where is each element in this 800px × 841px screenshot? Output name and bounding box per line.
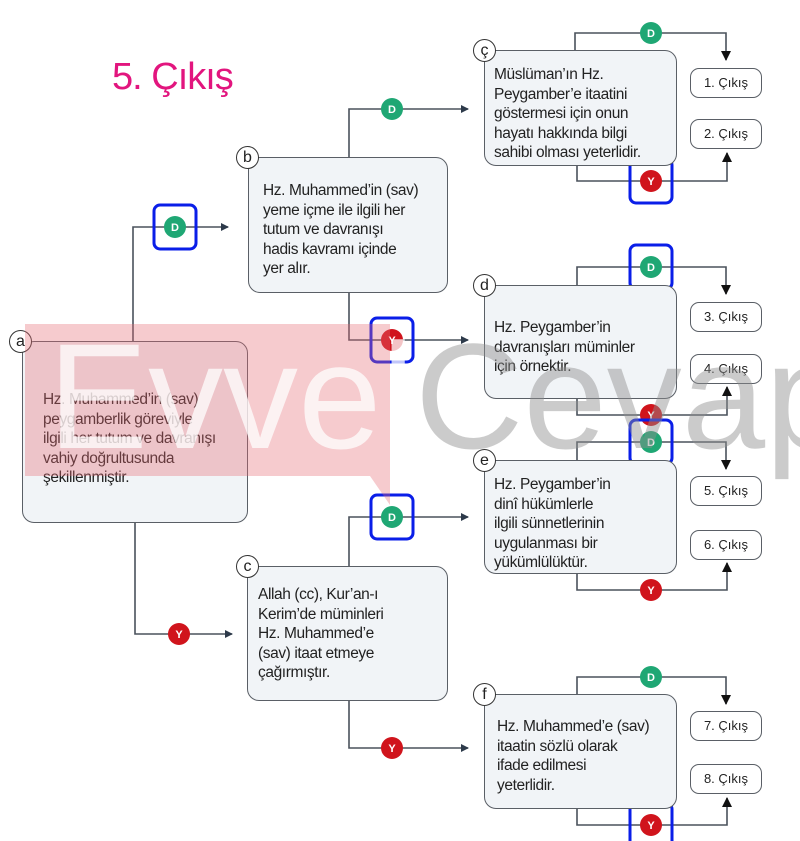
statement-box-a: Hz. Muhammed’in (sav) peygamberlik görev… [22, 341, 248, 523]
no-branch-node [640, 814, 662, 836]
statement-text-line: vahiy doğrultusunda [43, 449, 175, 467]
statement-text-line: itaatin sözlü olarak [497, 737, 618, 755]
answer-highlight-box [369, 316, 415, 364]
exit-3: 3. Çıkış [690, 302, 762, 332]
connector-c-yes [348, 513, 469, 566]
answer-highlight-box [369, 493, 415, 541]
no-branch-node [381, 329, 403, 351]
no-branch-label: Y [647, 176, 655, 188]
statement-text-line: dinî hükümlerle [494, 495, 594, 513]
statement-text-line: Hz. Peygamber’in [494, 476, 611, 493]
no-branch-node [640, 170, 662, 192]
statement-text-line: Peygamber’e itaatini [494, 85, 628, 103]
exit-1: 1. Çıkış [690, 68, 762, 98]
statement-text-line: Müslüman’ın Hz. [494, 66, 604, 83]
box-label-a: a [9, 330, 32, 353]
statement-text-line: ilgili sünnetlerinin [494, 515, 605, 532]
yes-branch-label: D [647, 437, 655, 449]
yes-branch-label: D [388, 104, 396, 116]
statement-box-b: Hz. Muhammed’in (sav) yeme içme ile ilgi… [248, 157, 448, 293]
no-branch-label: Y [388, 743, 396, 755]
statement-text-line: Hz. Peygamber’in [494, 319, 611, 336]
statement-text-line: tutum ve davranışı [263, 221, 384, 238]
yes-branch-label: D [647, 28, 655, 40]
yes-branch-label: D [647, 672, 655, 684]
statement-box-f: Hz. Muhammed’e (sav) itaatin sözlü olara… [484, 694, 677, 809]
exit-5: 5. Çıkış [690, 476, 762, 506]
statement-box-cc: Müslüman’ın Hz. Peygamber’e itaatini gös… [484, 50, 677, 166]
statement-text-line: Kerim’de müminleri [258, 605, 384, 623]
statement-text-line: uygulanması bir [494, 534, 598, 552]
yes-branch-label: D [388, 512, 396, 524]
yes-branch-node [164, 216, 186, 238]
exit-8: 8. Çıkış [690, 764, 762, 794]
no-branch-label: Y [175, 629, 183, 641]
statement-text-line: şekillenmiştir. [43, 469, 130, 486]
statement-text-line: yükümlülüktür. [494, 554, 588, 571]
statement-text-line: (sav) itaat etmeye [258, 644, 374, 662]
statement-text-line: davranışları müminler [494, 338, 635, 356]
connector-a-no [134, 522, 233, 638]
connector-b-no [348, 292, 469, 344]
no-branch-label: Y [647, 585, 655, 597]
answer-highlight-box [152, 203, 198, 251]
statement-text-line: göstermesi için onun [494, 105, 629, 122]
statement-text-line: Hz. Muhammed’e [258, 625, 374, 642]
answer-title: 5. Çıkış [112, 56, 234, 98]
statement-box-d: Hz. Peygamber’in davranışları müminler i… [484, 285, 677, 399]
yes-branch-node [640, 256, 662, 278]
statement-box-c: Allah (cc), Kur’an-ı Kerim’de müminleri … [247, 566, 448, 701]
yes-branch-node [640, 22, 662, 44]
no-branch-label: Y [647, 820, 655, 832]
connector-a-yes [132, 223, 229, 341]
yes-branch-node [381, 506, 403, 528]
statement-text-line: ifade edilmesi [497, 757, 587, 774]
yes-branch-node [640, 431, 662, 453]
yes-branch-label: D [171, 222, 179, 234]
statement-text-line: peygamberlik göreviyle [43, 410, 193, 428]
yes-branch-node [640, 666, 662, 688]
statement-text-line: yeterlidir. [497, 776, 555, 794]
statement-text-line: sahibi olması yeterlidir. [494, 144, 641, 161]
statement-text-line: Hz. Muhammed’in (sav) [263, 182, 419, 199]
yes-branch-node [381, 98, 403, 120]
no-branch-node [381, 737, 403, 759]
statement-text-line: çağırmıştır. [258, 664, 330, 681]
statement-text-line: hayatı hakkında bilgi [494, 124, 627, 142]
statement-text-line: için örnektir. [494, 358, 572, 375]
box-label-f: f [473, 683, 496, 706]
exit-4: 4. Çıkış [690, 354, 762, 384]
statement-text-line: hadis kavramı içinde [263, 240, 397, 258]
yes-branch-label: D [647, 262, 655, 274]
no-branch-node [168, 623, 190, 645]
box-label-d: d [473, 274, 496, 297]
statement-text-line: Hz. Muhammed’e (sav) [497, 718, 650, 735]
box-label-b: b [236, 146, 259, 169]
statement-text-line: yer alır. [263, 260, 311, 277]
exit-2: 2. Çıkış [690, 119, 762, 149]
box-label-c: c [236, 555, 259, 578]
box-label-cc: ç [473, 39, 496, 62]
exit-6: 6. Çıkış [690, 530, 762, 560]
no-branch-label: Y [647, 410, 655, 422]
statement-text-line: ilgili her tutum ve davranışı [43, 430, 216, 447]
statement-box-e: Hz. Peygamber’in dinî hükümlerle ilgili … [484, 460, 677, 574]
statement-text-line: Allah (cc), Kur’an-ı [258, 586, 379, 603]
connector-b-yes [348, 105, 469, 157]
statement-text-line: yeme içme ile ilgili her [263, 201, 406, 219]
exit-7: 7. Çıkış [690, 711, 762, 741]
no-branch-node [640, 579, 662, 601]
connector-c-no [348, 700, 469, 752]
no-branch-label: Y [388, 335, 396, 347]
box-label-e: e [473, 449, 496, 472]
statement-text-line: Hz. Muhammed’in (sav) [43, 391, 199, 408]
